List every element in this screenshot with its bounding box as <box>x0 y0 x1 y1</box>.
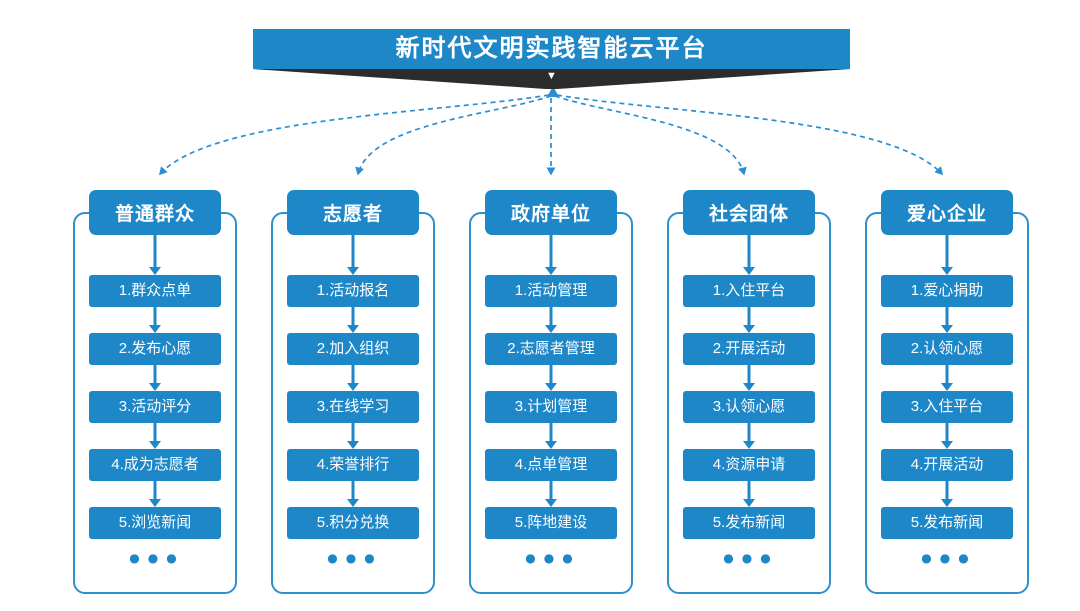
ellipsis-more: ●●● <box>327 551 383 565</box>
down-arrow-icon <box>346 423 360 449</box>
down-arrow-icon <box>346 307 360 333</box>
down-arrow-icon <box>148 423 162 449</box>
down-arrow-icon <box>544 423 558 449</box>
down-arrow-icon <box>742 481 756 507</box>
role-column: 社会团体 1.入住平台 2.开展活动 3.认领心愿 4.资源申请 5.发布新闻 ●●● <box>667 190 831 594</box>
step-box: 4.荣誉排行 <box>287 449 419 481</box>
down-arrow-icon <box>148 481 162 507</box>
column-header: 政府单位 <box>485 190 617 235</box>
down-arrow-icon <box>148 307 162 333</box>
step-box: 5.发布新闻 <box>683 507 815 539</box>
column-header-label: 政府单位 <box>510 204 591 225</box>
role-column: 普通群众 1.群众点单 2.发布心愿 3.活动评分 4.成为志愿者 5.浏览新闻 ●●● <box>73 190 237 594</box>
step-box: 5.阵地建设 <box>485 507 617 539</box>
connector-arrows <box>158 86 944 176</box>
role-column: 志愿者 1.活动报名 2.加入组织 3.在线学习 4.荣誉排行 5.积分兑换 ●●● <box>271 190 435 594</box>
platform-title-banner: 新时代文明实践智能云平台 <box>253 29 850 69</box>
role-column: 爱心企业 1.爱心捐助 2.认领心愿 3.入住平台 4.开展活动 5.发布新闻 ●●● <box>865 190 1029 594</box>
ellipsis-more: ●●● <box>525 551 581 565</box>
down-arrow-icon <box>544 365 558 391</box>
column-header: 爱心企业 <box>881 190 1013 235</box>
down-arrow-icon <box>940 365 954 391</box>
down-arrow-icon <box>346 481 360 507</box>
down-arrow-icon <box>346 235 360 275</box>
step-box: 1.入住平台 <box>683 275 815 307</box>
down-arrow-icon <box>940 423 954 449</box>
column-body: 普通群众 1.群众点单 2.发布心愿 3.活动评分 4.成为志愿者 5.浏览新闻 ●●● <box>73 190 237 565</box>
down-arrow-icon <box>346 365 360 391</box>
step-box: 3.活动评分 <box>89 391 221 423</box>
step-box: 1.爱心捐助 <box>881 275 1013 307</box>
connector-arrow-4 <box>554 95 747 176</box>
column-header: 志愿者 <box>287 190 419 235</box>
ellipsis-more: ●●● <box>129 551 185 565</box>
down-arrow-icon <box>544 307 558 333</box>
column-header-label: 普通群众 <box>114 204 195 225</box>
step-box: 2.认领心愿 <box>881 333 1013 365</box>
down-arrow-icon <box>544 235 558 275</box>
step-box: 2.加入组织 <box>287 333 419 365</box>
step-box: 3.在线学习 <box>287 391 419 423</box>
down-arrow-icon <box>940 307 954 333</box>
step-box: 4.成为志愿者 <box>89 449 221 481</box>
column-body: 爱心企业 1.爱心捐助 2.认领心愿 3.入住平台 4.开展活动 5.发布新闻 ●●● <box>865 190 1029 565</box>
connector-arrow-5 <box>556 94 944 176</box>
ellipsis-more: ●●● <box>921 551 977 565</box>
column-header-label: 爱心企业 <box>906 204 987 225</box>
column-body: 社会团体 1.入住平台 2.开展活动 3.认领心愿 4.资源申请 5.发布新闻 ●●● <box>667 190 831 565</box>
step-box: 3.认领心愿 <box>683 391 815 423</box>
page-title: 新时代文明实践智能云平台 <box>395 35 708 62</box>
column-body: 志愿者 1.活动报名 2.加入组织 3.在线学习 4.荣誉排行 5.积分兑换 ●●● <box>271 190 435 565</box>
column-header: 普通群众 <box>89 190 221 235</box>
step-box: 4.点单管理 <box>485 449 617 481</box>
column-header-label: 社会团体 <box>708 204 789 225</box>
step-box: 1.活动管理 <box>485 275 617 307</box>
connector-arrow-1 <box>158 94 550 176</box>
column-header-label: 志愿者 <box>322 204 383 225</box>
down-arrow-icon <box>742 423 756 449</box>
step-box: 3.入住平台 <box>881 391 1013 423</box>
down-arrow-glyph: ▼ <box>546 70 557 82</box>
step-box: 4.资源申请 <box>683 449 815 481</box>
step-box: 5.发布新闻 <box>881 507 1013 539</box>
step-box: 3.计划管理 <box>485 391 617 423</box>
ellipsis-more: ●●● <box>723 551 779 565</box>
step-box: 1.群众点单 <box>89 275 221 307</box>
down-arrow-icon: ▼ <box>253 68 850 84</box>
down-arrow-icon <box>742 307 756 333</box>
role-column: 政府单位 1.活动管理 2.志愿者管理 3.计划管理 4.点单管理 5.阵地建设 ●●● <box>469 190 633 594</box>
down-arrow-icon <box>742 365 756 391</box>
down-arrow-icon <box>940 235 954 275</box>
step-box: 4.开展活动 <box>881 449 1013 481</box>
down-arrow-icon <box>544 481 558 507</box>
step-box: 2.志愿者管理 <box>485 333 617 365</box>
column-body: 政府单位 1.活动管理 2.志愿者管理 3.计划管理 4.点单管理 5.阵地建设 ●●● <box>469 190 633 565</box>
down-arrow-icon <box>148 365 162 391</box>
connector-arrow-2 <box>355 95 552 176</box>
step-box: 2.开展活动 <box>683 333 815 365</box>
step-box: 2.发布心愿 <box>89 333 221 365</box>
down-arrow-icon <box>940 481 954 507</box>
down-arrow-icon <box>742 235 756 275</box>
connector-origin-icon <box>547 86 559 97</box>
down-arrow-icon <box>148 235 162 275</box>
column-header: 社会团体 <box>683 190 815 235</box>
step-box: 5.浏览新闻 <box>89 507 221 539</box>
step-box: 5.积分兑换 <box>287 507 419 539</box>
step-box: 1.活动报名 <box>287 275 419 307</box>
